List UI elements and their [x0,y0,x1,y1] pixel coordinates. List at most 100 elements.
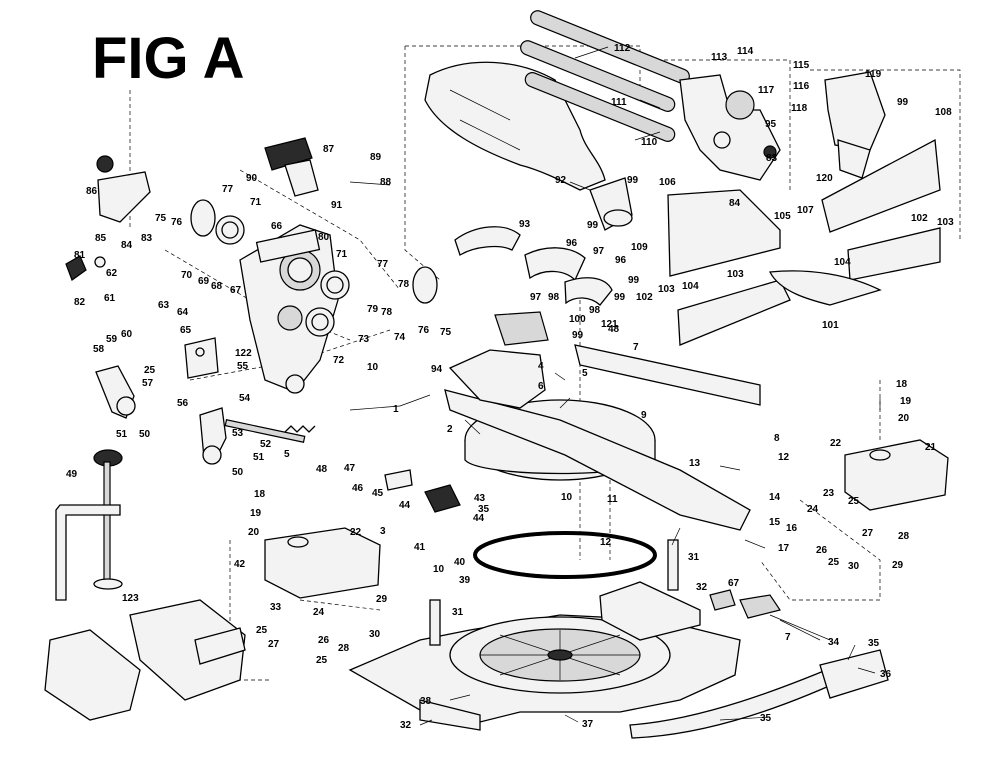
callout-1: 1 [393,404,399,415]
callout-87: 87 [323,144,335,155]
callout-96: 96 [615,255,627,266]
callout-99: 99 [587,220,599,231]
callout-51: 51 [116,429,128,440]
callout-20: 20 [898,413,910,424]
callout-96: 96 [566,238,578,249]
callout-28: 28 [338,643,350,654]
callout-46: 46 [352,483,364,494]
callout-102: 102 [636,292,653,303]
left-fence [667,189,791,346]
callout-52: 52 [260,439,272,450]
callout-115: 115 [793,60,810,71]
callout-18: 18 [896,379,908,390]
callout-59: 59 [106,334,118,345]
callout-30: 30 [369,629,381,640]
hold-down-clamp [55,449,123,601]
callout-88: 88 [380,177,392,188]
d-handle [264,137,319,197]
callout-92: 92 [555,175,567,186]
callout-105: 105 [774,211,791,222]
callout-102: 102 [911,213,928,224]
callout-67: 67 [728,578,740,589]
callout-82: 82 [74,297,86,308]
callout-39: 39 [459,575,471,586]
callout-44: 44 [399,500,411,511]
bevel-handle-left [95,365,136,419]
lock-knob [65,255,106,281]
callout-19: 19 [250,508,262,519]
callout-18: 18 [254,489,266,500]
callout-14: 14 [769,492,781,503]
callout-60: 60 [121,329,133,340]
callout-48: 48 [608,324,620,335]
callout-95: 95 [765,119,777,130]
callout-25: 25 [316,655,328,666]
callout-28: 28 [898,531,910,542]
callout-76: 76 [171,217,183,228]
callout-25: 25 [828,557,840,568]
callout-27: 27 [268,639,280,650]
callout-25: 25 [848,496,860,507]
callout-103: 103 [937,217,954,228]
callout-48: 48 [316,464,328,475]
callout-3: 3 [380,526,386,537]
callout-86: 86 [86,186,98,197]
callout-4: 4 [538,361,544,372]
callout-44: 44 [473,513,485,524]
callout-6: 6 [538,381,544,392]
callout-34: 34 [828,637,840,648]
pivot-shaft [224,419,316,443]
callout-22: 22 [350,527,362,538]
callout-21: 21 [925,442,937,453]
callout-26: 26 [318,635,330,646]
drive-belt [473,531,657,579]
callout-79: 79 [367,304,379,315]
callout-15: 15 [769,517,781,528]
callout-53: 53 [232,428,244,439]
callout-51: 51 [253,452,265,463]
callout-54: 54 [239,393,251,404]
callout-10: 10 [561,492,573,503]
bevel-bracket [184,337,219,379]
callout-58: 58 [93,344,105,355]
callout-5: 5 [582,368,588,379]
callout-25: 25 [256,625,268,636]
callout-97: 97 [530,292,542,303]
callout-85: 85 [95,233,107,244]
callout-110: 110 [641,137,658,148]
callout-122: 122 [235,348,252,359]
callout-103: 103 [727,269,744,280]
callout-108: 108 [935,107,952,118]
miter-arm-rail [444,389,751,531]
callout-numbers: 1 2 3 4 5 5 6 7 7 8 9 10 10 10 11 12 12 … [66,43,954,731]
callout-23: 23 [823,488,835,499]
callout-101: 101 [822,320,839,331]
callout-24: 24 [807,504,819,515]
callout-66: 66 [271,221,283,232]
callout-68: 68 [211,281,223,292]
callout-72: 72 [333,355,345,366]
callout-31: 31 [688,552,700,563]
callout-29: 29 [376,594,388,605]
callout-24: 24 [313,607,325,618]
callout-104: 104 [834,257,851,268]
fence-slide-bar [574,344,761,406]
callout-25: 25 [144,365,156,376]
dust-bag [424,61,606,191]
callout-116: 116 [793,81,810,92]
callout-40: 40 [454,557,466,568]
callout-119: 119 [865,69,882,80]
arm-bearings [190,199,438,337]
callout-30: 30 [848,561,860,572]
callout-70: 70 [181,270,193,281]
dust-elbow [589,177,633,231]
callout-98: 98 [548,292,560,303]
callout-63: 63 [158,300,170,311]
callout-7: 7 [785,632,791,643]
callout-100: 100 [569,314,586,325]
callout-93: 93 [519,219,531,230]
callout-71: 71 [250,197,262,208]
callout-27: 27 [862,528,874,539]
callout-94: 94 [431,364,443,375]
callout-89: 89 [370,152,382,163]
